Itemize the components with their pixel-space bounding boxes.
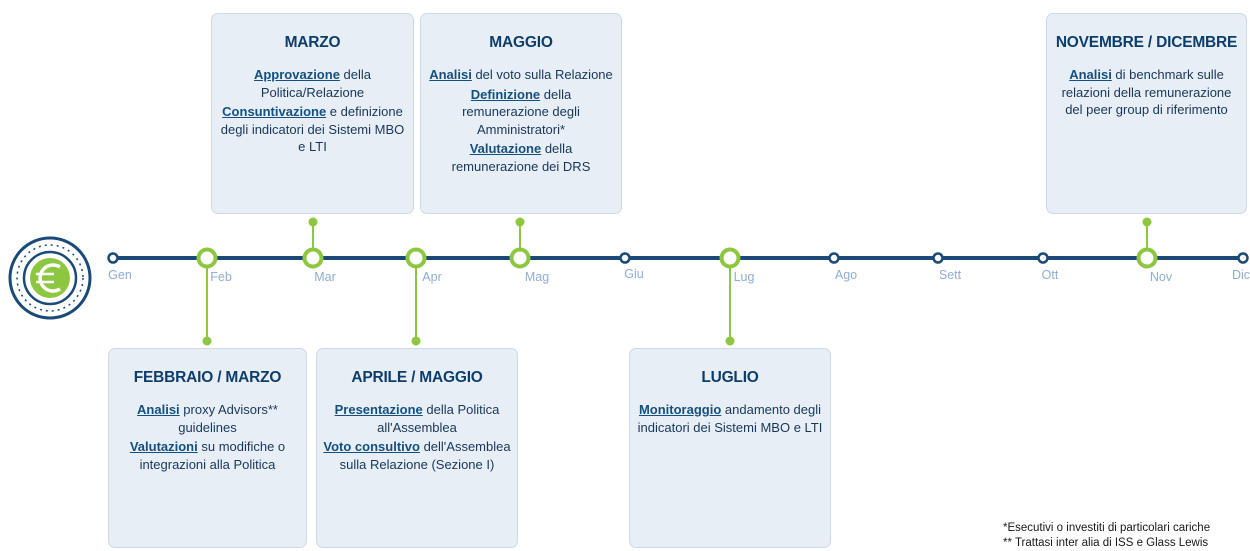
card-item: Presentazione della Politica all'Assembl… <box>323 401 511 436</box>
footnote-1: *Esecutivi o investiti di particolari ca… <box>1003 522 1211 534</box>
footnote-2: ** Trattasi inter alia di ISS e Glass Le… <box>1003 537 1209 549</box>
month-label-mag: Mag <box>524 270 550 284</box>
card-title: NOVEMBRE / DICEMBRE <box>1055 34 1238 51</box>
node-giu <box>619 252 631 264</box>
month-label-mar: Mar <box>314 270 336 284</box>
item-text: del voto sulla Relazione <box>471 67 613 82</box>
card-title: MAGGIO <box>489 34 553 51</box>
item-text: proxy Advisors** guidelines <box>178 402 278 435</box>
month-label-feb: Feb <box>210 270 232 284</box>
item-text: della Politica/Relazione <box>260 67 372 100</box>
card-title: APRILE / MAGGIO <box>351 369 483 386</box>
node-dic <box>1237 252 1249 264</box>
event-node-mar <box>302 247 324 269</box>
keyword: Definizione <box>470 86 541 102</box>
keyword: Presentazione <box>334 402 423 417</box>
item-text: dell'Assemblea sulla Relazione (Sezione … <box>339 439 511 472</box>
keyword: Monitoraggio <box>638 402 722 417</box>
node-ago <box>828 252 840 264</box>
connector-dot-maggio <box>515 217 525 227</box>
card-title: FEBBRAIO / MARZO <box>133 369 282 386</box>
keyword: Analisi <box>1069 67 1112 82</box>
keyword: Analisi <box>137 402 180 417</box>
card-item: Analisi proxy Advisors** guidelines <box>115 401 300 436</box>
card-luglio: LUGLIO Monitoraggio andamento degli indi… <box>629 348 831 548</box>
item-text: della remunerazione dei DRS <box>451 141 591 174</box>
card-item: Analisi del voto sulla Relazione <box>427 66 615 84</box>
keyword: Approvazione <box>253 67 340 82</box>
card-marzo: MARZO Approvazione della Politica/Relazi… <box>211 13 414 214</box>
event-node-apr <box>405 247 427 269</box>
card-title: MARZO <box>284 34 341 51</box>
card-item: Valutazioni su modifiche o integrazioni … <box>115 438 300 473</box>
card-novembre-dicembre: NOVEMBRE / DICEMBRE Analisi di benchmark… <box>1046 13 1247 214</box>
month-label-ago: Ago <box>834 268 858 282</box>
connector-dot-marzo <box>308 217 318 227</box>
connector-dot-febmar <box>202 336 212 346</box>
item-text: di benchmark sulle relazioni della remun… <box>1061 67 1232 117</box>
event-node-feb <box>196 247 218 269</box>
card-item: Valutazione della remunerazione dei DRS <box>427 140 615 175</box>
card-item: Monitoraggio andamento degli indicatori … <box>636 401 824 436</box>
event-node-mag <box>509 247 531 269</box>
node-gen <box>107 252 119 264</box>
item-text: e definizione degli indicatori dei Siste… <box>220 104 405 154</box>
month-label-dic: Dic <box>1231 268 1250 282</box>
node-sett <box>932 252 944 264</box>
connector-dot-aprmag <box>411 336 421 346</box>
month-label-apr: Apr <box>422 270 442 284</box>
keyword: Voto consultivo <box>323 439 420 454</box>
card-item: Approvazione della Politica/Relazione <box>218 66 407 101</box>
keyword: Valutazione <box>469 141 542 156</box>
keyword: Consuntivazione <box>222 104 327 119</box>
month-label-lug: Lug <box>733 270 755 284</box>
card-maggio: MAGGIO Analisi del voto sulla Relazione … <box>420 13 622 214</box>
card-item: Definizione della remunerazione degli Am… <box>427 86 615 139</box>
month-label-ott: Ott <box>1041 268 1059 282</box>
card-item: Analisi di benchmark sulle relazioni del… <box>1053 66 1240 119</box>
card-title: LUGLIO <box>701 369 759 386</box>
node-ott <box>1037 252 1049 264</box>
card-febbraio-marzo: FEBBRAIO / MARZO Analisi proxy Advisors*… <box>108 348 307 548</box>
card-item: Consuntivazione e definizione degli indi… <box>218 103 407 156</box>
item-text: della remunerazione degli Amministratori… <box>462 86 580 137</box>
month-label-gen: Gen <box>108 268 132 282</box>
month-label-sett: Sett <box>938 268 962 282</box>
event-node-lug <box>719 247 741 269</box>
card-aprile-maggio: APRILE / MAGGIO Presentazione della Poli… <box>316 348 518 548</box>
connector-dot-novdic <box>1142 217 1152 227</box>
item-text: andamento degli indicatori dei Sistemi M… <box>637 402 823 435</box>
month-label-nov: Nov <box>1149 270 1173 284</box>
keyword: Valutazioni <box>129 439 198 454</box>
euro-coin-icon <box>8 236 92 320</box>
keyword: Analisi <box>429 67 472 82</box>
month-label-giu: Giu <box>624 267 644 281</box>
item-text: su modifiche o integrazioni alla Politic… <box>139 439 286 472</box>
event-node-nov <box>1136 247 1158 269</box>
connector-dot-luglio <box>725 336 735 346</box>
card-item: Voto consultivo dell'Assemblea sulla Rel… <box>323 438 511 473</box>
item-text: della Politica all'Assemblea <box>377 402 500 435</box>
